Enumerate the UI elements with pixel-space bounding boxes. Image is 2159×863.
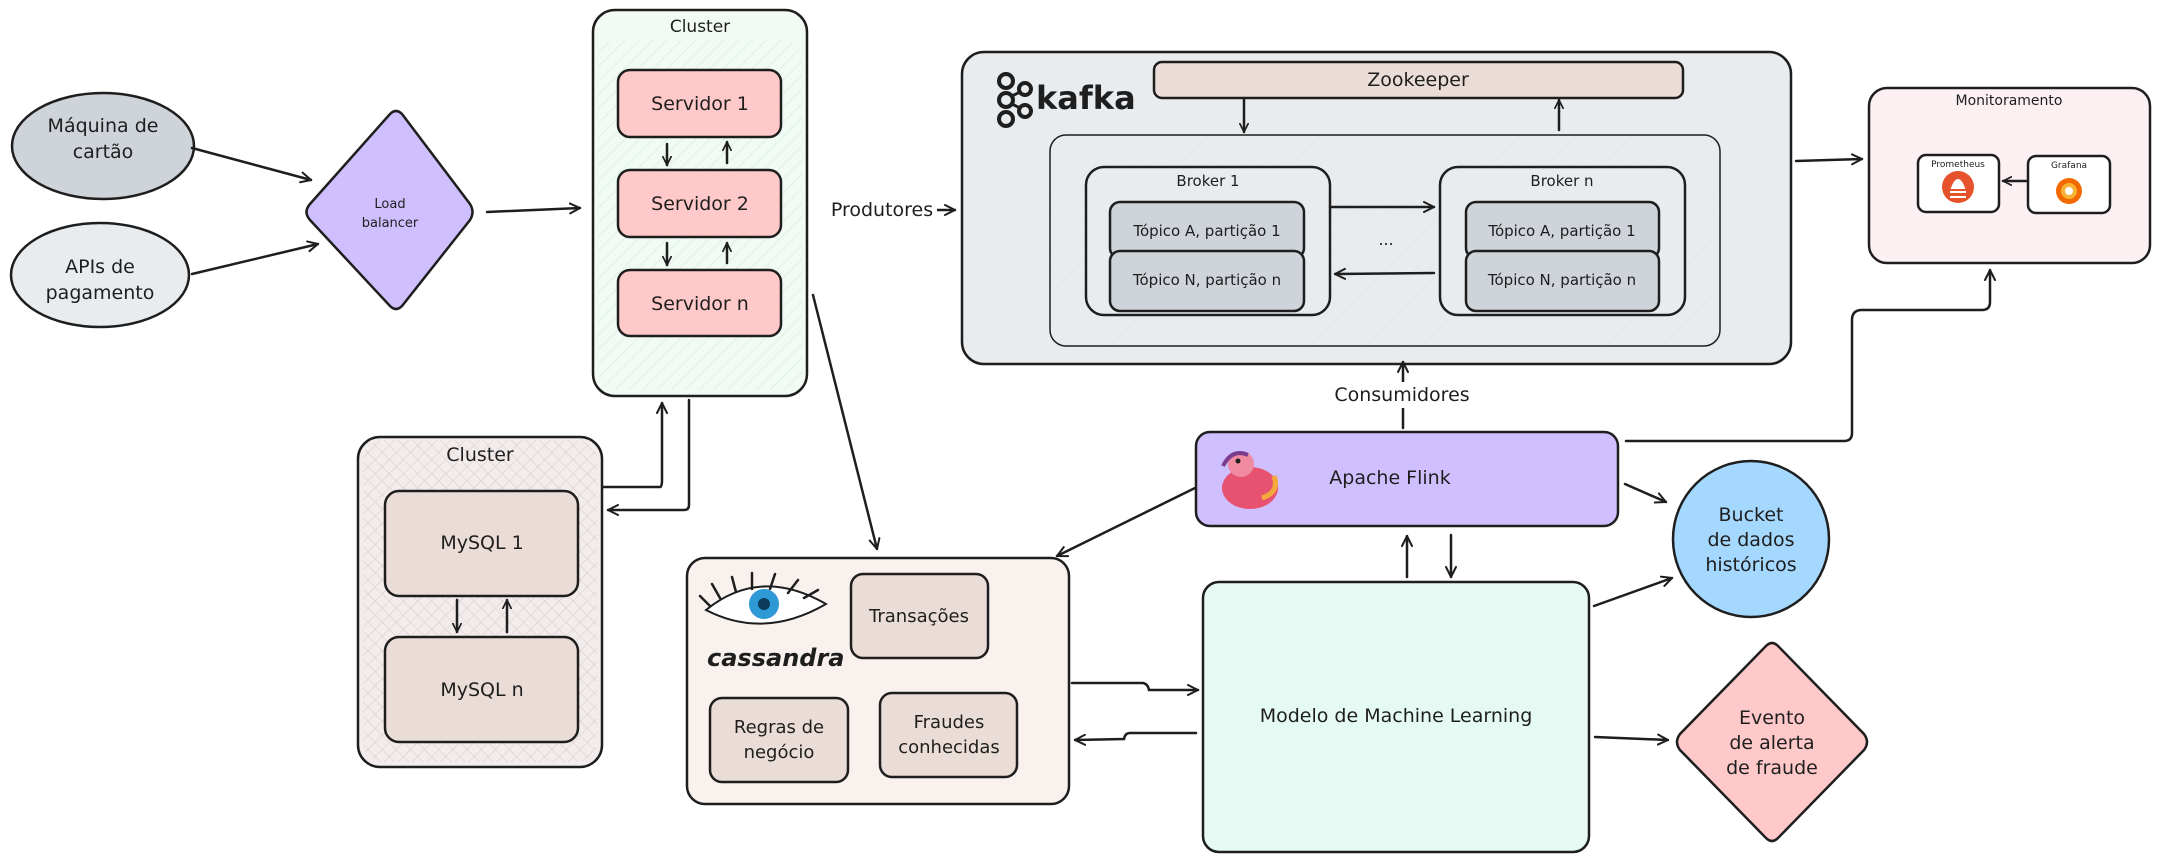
apache-flink-node: Apache Flink — [1194, 430, 1620, 528]
mysql-1-node: MySQL 1 — [383, 489, 580, 598]
mysql-n-node: MySQL n — [383, 635, 580, 744]
zookeeper-label: Zookeeper — [1367, 69, 1469, 91]
broker-1-title: Broker 1 — [1176, 172, 1239, 190]
arrow-kafka-to-monitoring — [1794, 153, 1864, 166]
fraud-alert-label-line3: de fraude — [1726, 757, 1818, 779]
fraud-alert-event-node: Evento de alerta de fraude — [1675, 641, 1869, 843]
load-balancer-label-line1: Load — [374, 197, 405, 212]
broker-1-topic-n: Tópico N, partição n — [1132, 271, 1281, 289]
broker-ellipsis: ... — [1378, 230, 1393, 249]
fraud-alert-label-line1: Evento — [1739, 707, 1805, 729]
payment-apis-node: APIs de pagamento — [9, 221, 191, 329]
server-2-node: Servidor 2 — [616, 168, 783, 239]
card-machine-node: Máquina de cartão — [10, 91, 196, 201]
broker-n-title: Broker n — [1530, 172, 1593, 190]
bucket-label-line1: Bucket — [1719, 504, 1784, 526]
bucket-label-line3: históricos — [1705, 554, 1796, 576]
db-cluster-title: Cluster — [446, 444, 514, 466]
arrow-flink-to-cassandra — [1055, 486, 1197, 558]
producers-label: Produtores — [831, 199, 933, 221]
mysql-1-label: MySQL 1 — [440, 532, 523, 554]
consumers-label: Consumidores — [1334, 384, 1469, 406]
grafana-node: Grafana — [2026, 154, 2112, 215]
card-machine-label-line1: Máquina de — [48, 115, 159, 137]
transactions-table-label: Transações — [868, 606, 969, 627]
producers-edge-label: Produtores — [827, 197, 937, 221]
prometheus-node: Prometheus — [1916, 153, 2001, 214]
payment-apis-label-line1: APIs de — [65, 256, 135, 278]
historical-data-bucket-node: Bucket de dados históricos — [1671, 459, 1831, 619]
arrow-apis-to-lb — [190, 240, 320, 276]
server-1-node: Servidor 1 — [616, 68, 783, 139]
consumers-edge-label: Consumidores — [1333, 382, 1473, 408]
cassandra-logo-text: cassandra — [707, 644, 844, 672]
broker-n-topic-a: Tópico A, partição 1 — [1487, 222, 1635, 240]
known-frauds-table-node: Fraudes conhecidas — [878, 691, 1019, 779]
business-rules-table-node: Regras de negócio — [708, 696, 850, 784]
load-balancer-node: Load balancer — [305, 109, 474, 311]
prometheus-label: Prometheus — [1931, 160, 1985, 170]
card-machine-label-line2: cartão — [73, 141, 134, 163]
arrow-ml-to-bucket — [1592, 575, 1674, 608]
monitoring-container: Monitoramento — [1867, 86, 2152, 265]
bucket-label-line2: de dados — [1707, 529, 1794, 551]
arrow-lb-to-cluster — [485, 202, 582, 215]
broker-n-topic-n: Tópico N, partição n — [1487, 271, 1636, 289]
server-n-label: Servidor n — [651, 293, 749, 315]
grafana-label: Grafana — [2051, 161, 2087, 171]
apache-flink-label: Apache Flink — [1329, 467, 1450, 489]
zookeeper-node: Zookeeper — [1152, 60, 1685, 100]
broker-n-node: Broker n Tópico A, partição 1 Tópico N, … — [1438, 165, 1687, 317]
fraud-alert-label-line2: de alerta — [1729, 732, 1814, 754]
ml-model-label: Modelo de Machine Learning — [1260, 705, 1533, 727]
business-rules-label-line1: Regras de — [734, 717, 824, 738]
business-rules-label-line2: negócio — [744, 742, 815, 763]
known-frauds-label-line1: Fraudes — [914, 712, 985, 733]
arrow-card-machine-to-lb — [190, 146, 313, 184]
arrow-server-to-cassandra — [811, 293, 881, 551]
cassandra-eye-icon — [698, 571, 828, 625]
monitoring-title: Monitoramento — [1956, 93, 2063, 109]
arrow-flink-to-monitoring — [1624, 268, 1996, 443]
known-frauds-label-line2: conhecidas — [898, 737, 1000, 758]
arrow-brokern-to-broker1 — [1333, 267, 1436, 280]
prometheus-icon — [1942, 171, 1974, 203]
server-n-node: Servidor n — [616, 268, 783, 338]
transactions-table-node: Transações — [849, 572, 990, 660]
arrow-db-cluster-to-app-cluster — [601, 401, 668, 489]
server-2-label: Servidor 2 — [651, 193, 749, 215]
arrow-ml-to-cassandra — [1073, 731, 1198, 746]
server-1-label: Servidor 1 — [651, 93, 749, 115]
app-cluster-title: Cluster — [670, 17, 730, 37]
arrow-cassandra-to-ml — [1070, 681, 1200, 696]
ml-model-node: Modelo de Machine Learning — [1201, 580, 1591, 854]
kafka-logo-text: kafka — [1036, 79, 1136, 117]
arrow-app-cluster-to-db-cluster — [606, 398, 691, 516]
load-balancer-label-line2: balancer — [362, 216, 419, 231]
kafka-logo-icon — [997, 72, 1033, 128]
mysql-n-label: MySQL n — [440, 679, 523, 701]
payment-apis-label-line2: pagamento — [46, 282, 155, 304]
grafana-icon — [2056, 178, 2082, 204]
broker-1-node: Broker 1 Tópico A, partição 1 Tópico N, … — [1084, 165, 1332, 317]
arrow-ml-to-fraud-alert — [1593, 733, 1670, 746]
arrow-flink-to-bucket — [1623, 482, 1668, 504]
broker-1-topic-a: Tópico A, partição 1 — [1132, 222, 1280, 240]
flink-squirrel-icon — [1221, 451, 1278, 509]
